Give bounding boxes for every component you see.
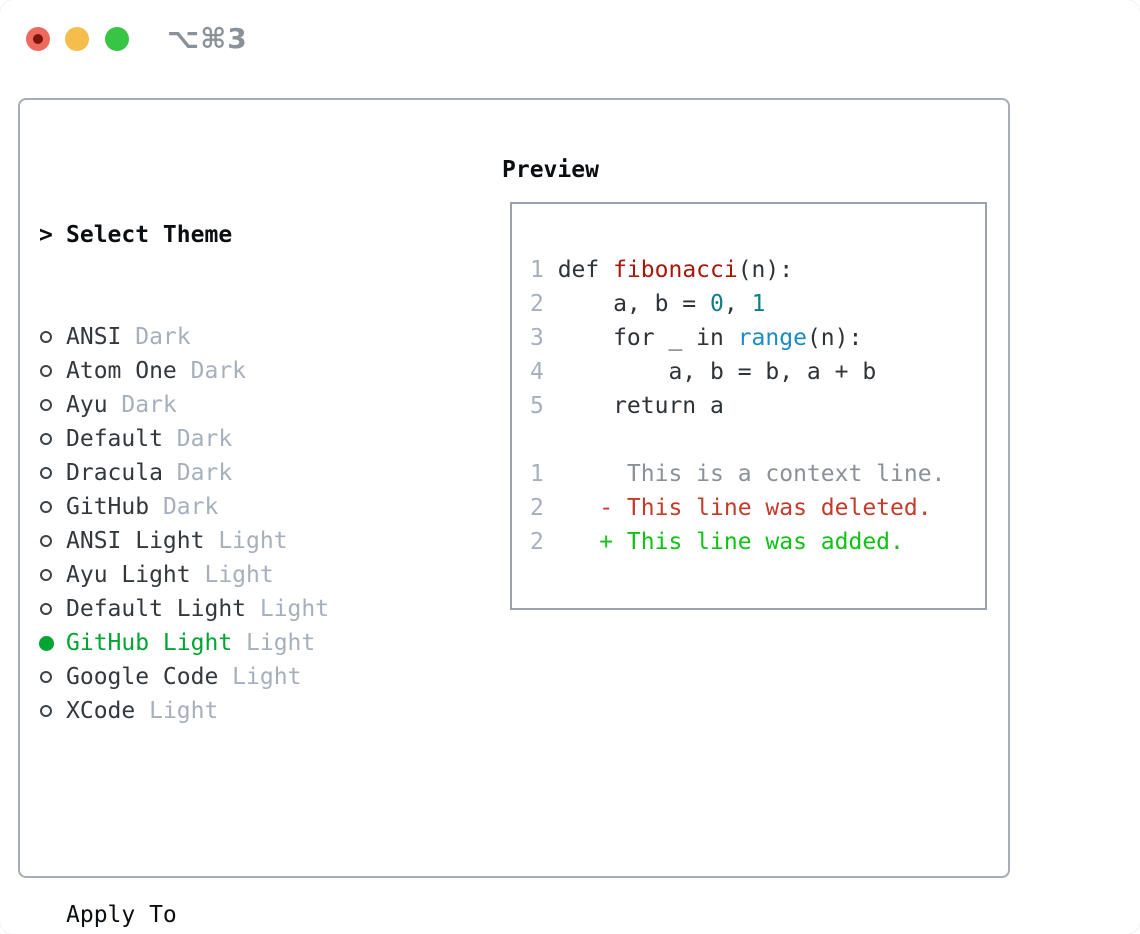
- line-number: 2: [530, 495, 544, 521]
- theme-variant: Light: [135, 698, 219, 724]
- radio-circle-icon: [40, 671, 52, 683]
- theme-variant: Dark: [176, 358, 247, 384]
- theme-option-github-light[interactable]: GitHub Light Light: [39, 626, 441, 660]
- theme-name: Default: [66, 426, 163, 452]
- token-added: + This line was added.: [557, 529, 904, 555]
- theme-name: Dracula: [66, 460, 163, 486]
- token-context: This is a context line.: [557, 461, 946, 487]
- code-line: 5 return a: [530, 389, 985, 423]
- code-line: 4 a, b = b, a + b: [530, 355, 985, 389]
- code-line: 2 a, b = 0, 1: [530, 287, 985, 321]
- token-plain: (n):: [806, 325, 863, 351]
- theme-name: XCode: [66, 698, 136, 724]
- code-line: 1 This is a context line.: [530, 457, 985, 491]
- token-builtin: range: [737, 325, 807, 351]
- theme-variant: Light: [190, 562, 274, 588]
- code-line: 2 + This line was added.: [530, 525, 985, 559]
- line-number: 2: [530, 529, 544, 555]
- select-theme-header: > Select Theme: [39, 218, 441, 252]
- code-line: 2 - This line was deleted.: [530, 491, 985, 525]
- radio-circle-icon: [40, 331, 52, 343]
- theme-name: Ayu Light: [66, 562, 191, 588]
- apply-to-title: Apply To: [66, 902, 177, 928]
- theme-variant: Light: [232, 630, 316, 656]
- spacer: [39, 796, 441, 830]
- token-plain: a, b =: [557, 291, 711, 317]
- theme-option-google-code[interactable]: Google Code Light: [39, 660, 441, 694]
- theme-option-default-light[interactable]: Default Light Light: [39, 592, 441, 626]
- preview-title: Preview: [502, 157, 599, 183]
- token-plain: for _ in: [557, 325, 738, 351]
- zoom-button[interactable]: [105, 27, 129, 51]
- token-plain: (n):: [737, 257, 794, 283]
- unsaved-dot-icon: [33, 34, 43, 44]
- token-number: 1: [751, 291, 766, 317]
- token-plain: ,: [723, 291, 752, 317]
- select-theme-title: Select Theme: [66, 222, 233, 248]
- token-plain: a, b = b, a + b: [557, 359, 877, 385]
- theme-variant: Dark: [107, 392, 177, 418]
- radio-circle-icon: [40, 603, 52, 615]
- theme-name: ANSI Light: [66, 528, 205, 554]
- line-number: 4: [530, 359, 544, 385]
- radio-circle-icon: [40, 399, 52, 411]
- theme-option-dracula[interactable]: Dracula Dark: [39, 456, 441, 490]
- code-line: 3 for _ in range(n):: [530, 321, 985, 355]
- line-number: 3: [530, 325, 544, 351]
- line-number: 2: [530, 291, 544, 317]
- theme-variant: Dark: [121, 324, 191, 350]
- line-number: 1: [530, 461, 544, 487]
- theme-option-xcode[interactable]: XCode Light: [39, 694, 441, 728]
- radio-selected-icon: [39, 635, 54, 651]
- token-plain: return a: [557, 393, 724, 419]
- token-number: 0: [710, 291, 724, 317]
- radio-circle-icon: [40, 467, 52, 479]
- prompt-icon: >: [39, 222, 53, 248]
- close-button[interactable]: [26, 27, 50, 51]
- theme-name: Default Light: [66, 596, 247, 622]
- line-number: 5: [530, 393, 544, 419]
- token-function: fibonacci: [613, 257, 738, 283]
- theme-name: GitHub: [66, 494, 150, 520]
- theme-option-ayu[interactable]: Ayu Dark: [39, 388, 441, 422]
- code-line: [530, 423, 985, 457]
- radio-circle-icon: [40, 535, 52, 547]
- theme-name: Atom One: [66, 358, 177, 384]
- theme-variant: Light: [246, 596, 330, 622]
- theme-name: GitHub Light: [66, 630, 233, 656]
- theme-option-ansi-light[interactable]: ANSI Light Light: [39, 524, 441, 558]
- line-number: [530, 423, 544, 457]
- theme-option-ayu-light[interactable]: Ayu Light Light: [39, 558, 441, 592]
- radio-circle-icon: [40, 569, 52, 581]
- theme-name: Google Code: [66, 664, 219, 690]
- titlebar: ⌥⌘3: [0, 0, 1140, 78]
- token-deleted: - This line was deleted.: [557, 495, 932, 521]
- line-number: 1: [530, 257, 544, 283]
- theme-variant: Dark: [149, 494, 219, 520]
- theme-variant: Dark: [162, 426, 233, 452]
- radio-circle-icon: [40, 501, 52, 513]
- theme-option-default[interactable]: Default Dark: [39, 422, 441, 456]
- radio-circle-icon: [40, 433, 52, 445]
- minimize-button[interactable]: [65, 27, 89, 51]
- token-plain: def: [557, 257, 614, 283]
- theme-name: Ayu: [66, 392, 108, 418]
- code-line: 1 def fibonacci(n):: [530, 253, 985, 287]
- theme-option-ansi[interactable]: ANSI Dark: [39, 320, 441, 354]
- radio-circle-icon: [40, 365, 52, 377]
- theme-name: ANSI: [66, 324, 122, 350]
- theme-variant: Dark: [162, 460, 233, 486]
- window-title: ⌥⌘3: [167, 22, 248, 55]
- radio-circle-icon: [40, 705, 52, 717]
- apply-to-header: Apply To: [39, 898, 441, 932]
- theme-option-atom-one[interactable]: Atom One Dark: [39, 354, 441, 388]
- theme-option-github[interactable]: GitHub Dark: [39, 490, 441, 524]
- theme-variant: Light: [204, 528, 288, 554]
- theme-variant: Light: [218, 664, 302, 690]
